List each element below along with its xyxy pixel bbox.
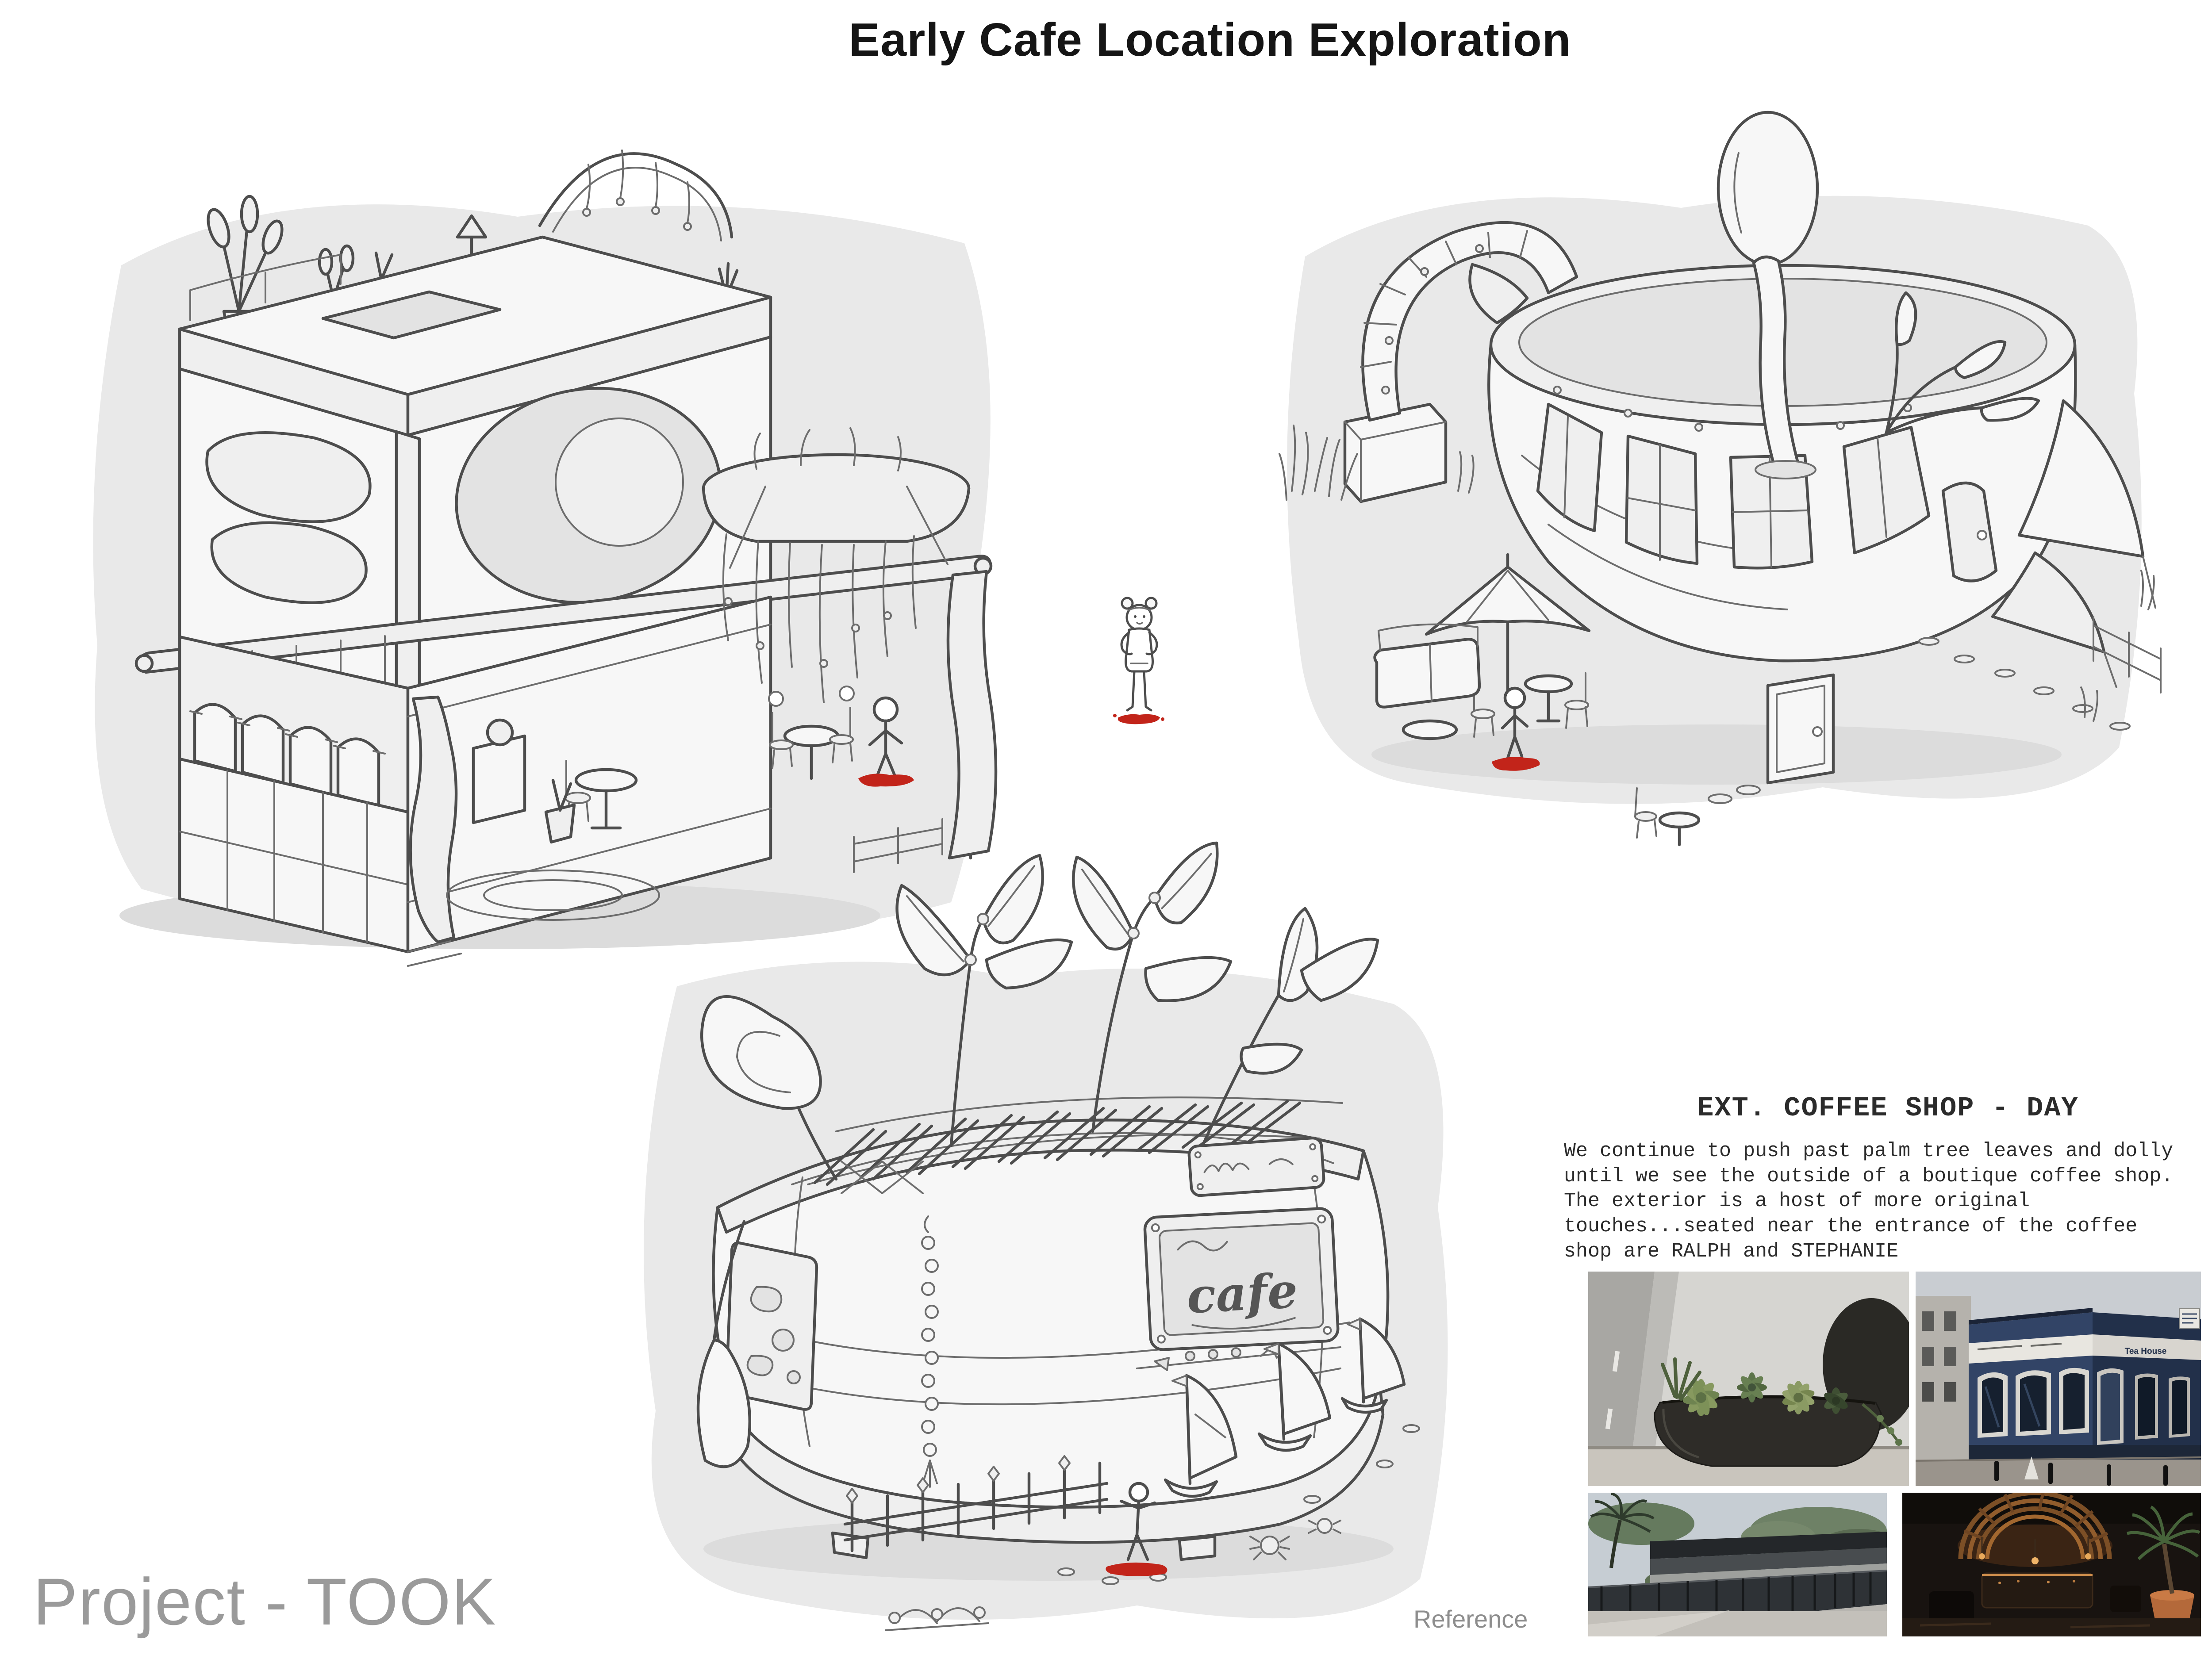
page-title: Early Cafe Location Exploration bbox=[849, 14, 1571, 66]
pendant-lights bbox=[1979, 1537, 2091, 1564]
palm-tree bbox=[1590, 1492, 1655, 1568]
sketch-arched-stone-cafe bbox=[58, 80, 1044, 1026]
sketch-planter-cafe: cafe bbox=[571, 827, 1516, 1657]
arched-building bbox=[134, 235, 993, 967]
tea-house-storefront-image: Tea House bbox=[1915, 1272, 2201, 1486]
hanging-chain bbox=[921, 1215, 939, 1488]
project-title: Project - TOOK bbox=[33, 1564, 497, 1639]
front-fence bbox=[843, 1455, 1109, 1631]
figure-on-red-skateboard bbox=[1106, 1482, 1167, 1576]
photo-succulent-planter bbox=[1588, 1272, 1920, 1486]
handle-monument bbox=[1279, 221, 1578, 503]
reference-caption: Reference bbox=[1413, 1605, 1528, 1633]
modern-fence-image bbox=[1588, 1492, 1901, 1641]
sail-umbrella-tables bbox=[1164, 1317, 1406, 1498]
scene-heading: EXT. COFFEE SHOP - DAY bbox=[1697, 1092, 2079, 1124]
figure-with-red-shadow bbox=[858, 696, 914, 787]
patio-umbrella-set bbox=[1373, 553, 1701, 847]
crab-critters bbox=[1057, 1424, 1420, 1585]
planter-cafe-image: cafe bbox=[644, 841, 1448, 1631]
louvered-roof bbox=[807, 1096, 1343, 1194]
cafe-interior-image bbox=[1902, 1490, 2201, 1636]
teacup-spoon-cafe-image bbox=[1279, 111, 2162, 847]
bollards bbox=[1994, 1461, 2168, 1486]
pergola-planter bbox=[702, 427, 998, 873]
photo-tea-house-storefront: Tea House bbox=[1915, 1272, 2201, 1486]
character-figure bbox=[1106, 588, 1172, 743]
figure-with-red-shadow bbox=[1492, 686, 1540, 771]
succulent-plants bbox=[1661, 1357, 1902, 1446]
cup-plant bbox=[1885, 291, 2040, 434]
shop-windows bbox=[1978, 1368, 2190, 1445]
succulent-planter-image bbox=[1588, 1272, 1920, 1486]
character-figure-image bbox=[1113, 597, 1164, 724]
scene-description: We continue to push past palm tree leave… bbox=[1564, 1140, 2174, 1263]
photo-cafe-interior bbox=[1902, 1490, 2201, 1636]
cafe-signage: cafe bbox=[1136, 1136, 1341, 1371]
sketch-teacup-spoon-cafe bbox=[1256, 75, 2172, 847]
arched-stone-cafe-image bbox=[93, 149, 998, 967]
spoon-icon bbox=[1717, 111, 1819, 479]
tea-house-sign-text: Tea House bbox=[2125, 1347, 2167, 1356]
giant-plants bbox=[696, 841, 1379, 1468]
photo-modern-fence bbox=[1588, 1492, 1901, 1641]
cafe-sign-text: cafe bbox=[1185, 1263, 1299, 1324]
screenplay-excerpt: EXT. COFFEE SHOP - DAY We continue to pu… bbox=[1564, 1092, 2212, 1264]
garden-path bbox=[1708, 570, 2162, 804]
